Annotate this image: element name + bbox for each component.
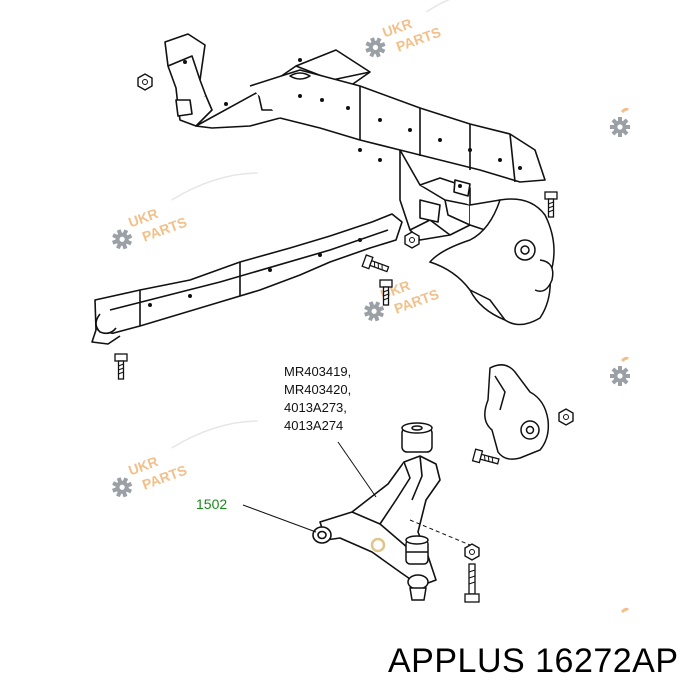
watermark-mid-left: UKR PARTS (109, 172, 258, 253)
bolt-icon (544, 191, 558, 218)
member-holes (148, 238, 362, 307)
part-number: 4013A274 (284, 418, 344, 433)
crossmember-holes (183, 58, 522, 188)
watermark-right-edge-3 (620, 607, 630, 614)
rear-bushing (405, 535, 429, 565)
bushing-ref-label: 1502 (196, 496, 228, 512)
alignment-line (409, 519, 471, 546)
watermark-right-edge-1 (610, 107, 630, 137)
bolt-icon (404, 231, 420, 249)
watermark-lower-left: UKR PARTS (109, 420, 258, 501)
leader-line-bushing (242, 504, 317, 533)
part-code: 16272AP (535, 642, 679, 680)
bolt-icon (361, 254, 391, 276)
part-number-callout: MR403419, MR403420, 4013A273, 4013A274 (284, 363, 351, 435)
part-number: MR403419, (284, 364, 352, 379)
lower-control-arm (312, 455, 441, 587)
bolt-icon (114, 353, 128, 380)
bolt-icon (558, 408, 574, 426)
spare-bushing (401, 422, 433, 453)
part-number: MR403420, (284, 382, 352, 397)
longitudinal-member (91, 213, 403, 345)
bolt-icon (464, 543, 480, 561)
part-number: 4013A273, (284, 400, 347, 415)
bolt-icon (464, 563, 480, 603)
ball-joint (407, 574, 429, 601)
gear-icon (610, 117, 630, 137)
watermark-mid-center: UKR PARTS (361, 277, 441, 325)
steering-knuckle-lower (484, 364, 550, 460)
bolt-icon (471, 448, 501, 468)
product-code: APPLUS 16272AP (388, 642, 679, 681)
watermark-top: UKR PARTS (362, 0, 483, 61)
leader-line-part-numbers (337, 441, 377, 498)
brand-name: APPLUS (388, 642, 526, 680)
gear-icon (610, 366, 630, 386)
watermark-right-edge-2 (610, 356, 630, 386)
bolt-icon (137, 73, 153, 91)
front-crossmember (164, 33, 546, 256)
steering-knuckle-upper (428, 198, 555, 326)
